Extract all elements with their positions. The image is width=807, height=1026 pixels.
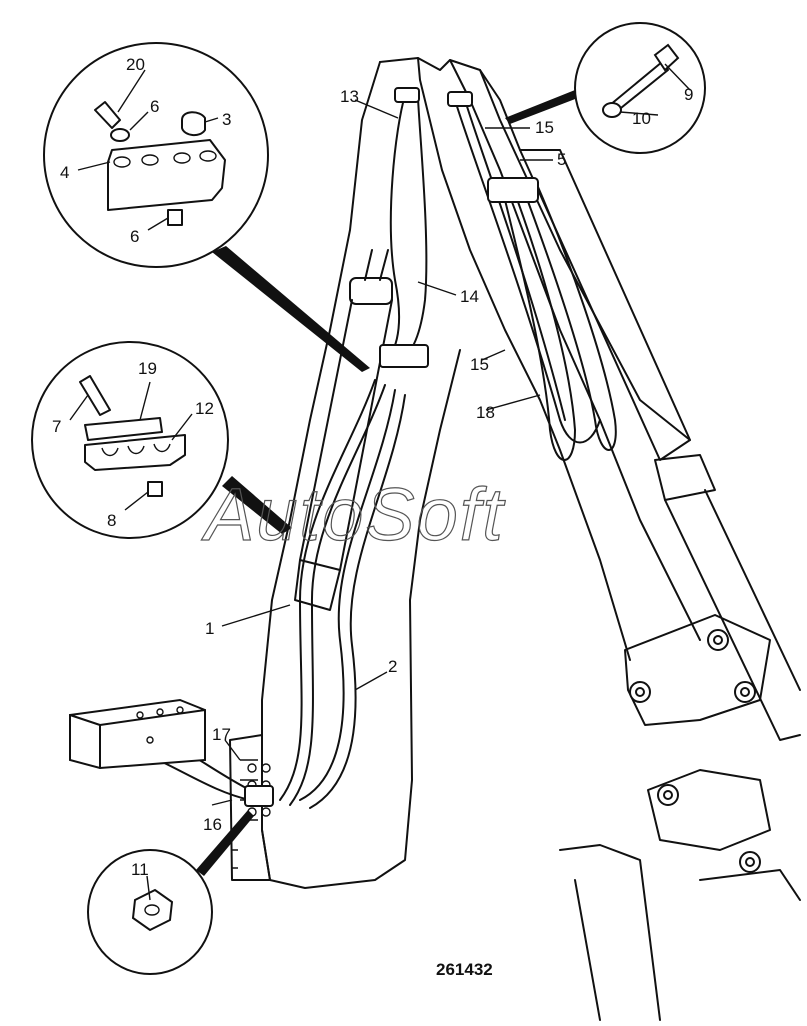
callout-19: 19	[138, 359, 157, 378]
callout-8: 14	[460, 287, 479, 306]
callout-1: 1	[205, 619, 214, 638]
callout-13: 18	[476, 403, 495, 422]
callout-labels: 13 14 15 15 5 18 1 2 17 16 20 6 3 4 6 7 …	[52, 55, 693, 879]
callout-3: 4	[60, 163, 69, 182]
callout-6-lower: 8	[107, 511, 116, 530]
callout-11: 9	[684, 85, 693, 104]
callout-15-upper: 3	[222, 110, 231, 129]
callout-12: 10	[632, 109, 651, 128]
callout-5: 6	[150, 97, 159, 116]
valve-block	[69, 698, 206, 770]
hoses	[119, 87, 617, 809]
figure-code: 261432	[436, 960, 493, 979]
callout-16: 16	[203, 815, 222, 834]
callout-6-upper: 6	[130, 227, 139, 246]
callout-15-lower: 11	[131, 860, 149, 879]
leader-lines	[69, 63, 691, 901]
callout-2: 2	[388, 657, 397, 676]
callout-7: 13	[340, 87, 359, 106]
dipper-cylinder	[519, 149, 801, 741]
inset-nut-detail	[87, 810, 254, 975]
callout-4: 7	[52, 417, 61, 436]
callout-20: 20	[126, 55, 145, 74]
callout-18: 12	[195, 399, 214, 418]
callout-10: 15	[535, 118, 554, 137]
inset-clamp-detail	[43, 42, 370, 372]
inset-clamp-lower	[31, 341, 292, 539]
boom-cylinder	[294, 249, 393, 611]
pivot-plate	[559, 614, 801, 1021]
callout-14: 5	[557, 150, 566, 169]
inset-bolt-detail	[505, 22, 706, 154]
watermark: AutoSoft	[201, 473, 506, 556]
callout-17: 17	[212, 725, 231, 744]
callout-9: 15	[470, 355, 489, 374]
